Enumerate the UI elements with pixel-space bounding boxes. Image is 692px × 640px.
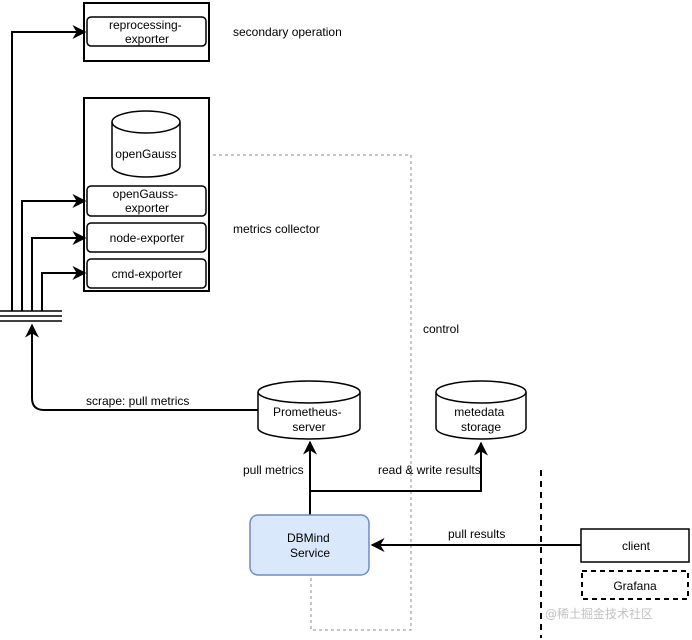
opengauss-database [111, 110, 181, 178]
prometheus-server-label: Prometheus- server [273, 405, 345, 434]
reprocessing-exporter-label: reprocessing- exporter [109, 18, 185, 46]
opengauss-exporter-label: openGauss- exporter [113, 187, 182, 215]
opengauss-label: openGauss [115, 147, 176, 161]
connector-to-node-exporter [31, 231, 87, 311]
client-label: client [622, 539, 651, 553]
metadata-storage-database [435, 380, 527, 440]
metrics-collector-label: metrics collector [233, 222, 320, 236]
node-exporter-box [86, 222, 207, 253]
reprocessing-exporter-box [86, 16, 207, 47]
node-exporter-label: node-exporter [110, 231, 185, 245]
control-label: control [423, 322, 459, 336]
client-box [580, 528, 690, 563]
prometheus-server-database [257, 380, 361, 440]
pull-metrics-label: pull metrics [243, 463, 304, 477]
dbmind-service-box [249, 514, 370, 576]
secondary-operation-label: secondary operation [233, 25, 342, 39]
metadata-storage-label: metedata storage [454, 405, 507, 434]
watermark-text: @稀土掘金技术社区 [545, 606, 653, 621]
dbmind-service-label: DBMind Service [287, 531, 333, 560]
control-dashed-path [185, 155, 412, 631]
connector-to-reprocessing-exporter [11, 25, 87, 311]
grafana-box [581, 570, 689, 600]
opengauss-exporter-box [86, 185, 207, 217]
scrape-bus [0, 310, 62, 322]
read-write-results-edge [310, 441, 488, 492]
connector-to-opengauss-exporter [21, 194, 87, 311]
connector-to-cmd-exporter [41, 266, 87, 311]
pull-results-label: pull results [448, 527, 505, 541]
cmd-exporter-label: cmd-exporter [112, 267, 183, 281]
cmd-exporter-box [86, 258, 207, 289]
grafana-label: Grafana [613, 579, 657, 593]
read-write-results-label: read & write results [378, 463, 481, 477]
scrape-pull-metrics-edge [25, 323, 258, 411]
scrape-pull-metrics-label: scrape: pull metrics [86, 394, 189, 408]
